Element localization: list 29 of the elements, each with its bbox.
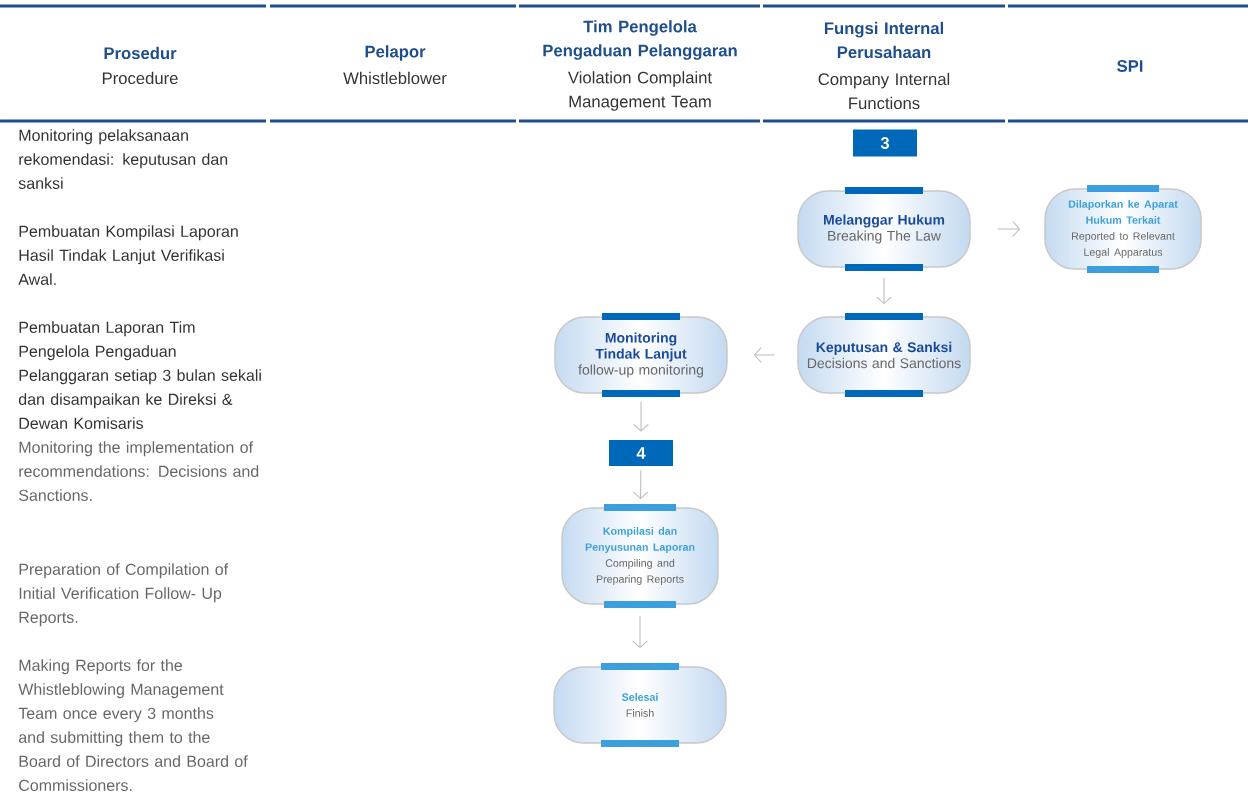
column-heading: Pelapor <box>365 45 426 61</box>
arrow <box>997 221 1021 237</box>
process-box: Monitoring Tindak Lanjut follow-up monitoring <box>554 313 728 397</box>
arrow <box>633 401 649 432</box>
column-heading: Fungsi Internal Perusahaan <box>824 21 943 59</box>
procedure-text: Pembuatan Kompilasi Laporan Hasil Tindak Lanjut Verifikasi Awal. <box>18 225 238 285</box>
column-heading: SPI <box>1117 60 1143 72</box>
column-heading: Tim Pengelola Pengaduan Pelanggaran <box>543 20 737 60</box>
column-heading: Violation Complaint Management Team <box>568 71 712 111</box>
process-box: Selesai Finish <box>553 663 727 747</box>
arrow <box>753 347 775 363</box>
column-heading: Prosedur <box>104 46 177 60</box>
process-box: Melanggar Hukum Breaking The Law <box>797 187 971 271</box>
column-heading: Company Internal Functions <box>818 72 950 110</box>
procedure-text: Monitoring the implementation of recommendations: Decisions and Sanctions. <box>19 441 259 501</box>
arrow <box>876 277 892 305</box>
step-number-box: 4 <box>609 440 673 466</box>
column-heading: Procedure <box>102 71 178 85</box>
process-box: Dilaporkan ke Aparat Hukum Terkait Reported to Relevant Legal Apparatus <box>1044 185 1202 273</box>
arrow <box>632 469 649 500</box>
procedure-text: Monitoring pelaksanaan rekomendasi: keputusan dan sanksi <box>18 129 228 189</box>
procedure-text: Making Reports for the Whistleblowing Management Team once every 3 months and submitting them to the Board of Directors and Board of Commissioners. <box>18 659 248 791</box>
column-heading: Whistleblower <box>343 71 447 85</box>
process-box: Kompilasi dan Penyusunan Laporan Compiling and Preparing Reports <box>561 504 719 608</box>
procedure-text: Preparation of Compilation of Initial Verification Follow- Up Reports. <box>19 563 229 627</box>
process-box: Keputusan & Sanksi Decisions and Sanctions <box>797 313 971 397</box>
step-number-box: 3 <box>853 129 917 157</box>
arrow <box>632 615 648 649</box>
procedure-text: Pembuatan Laporan Tim Pengelola Pengaduan Pelanggaran setiap 3 bulan sekali dan disampaikan ke Direksi & Dewan Komisaris <box>18 321 261 429</box>
